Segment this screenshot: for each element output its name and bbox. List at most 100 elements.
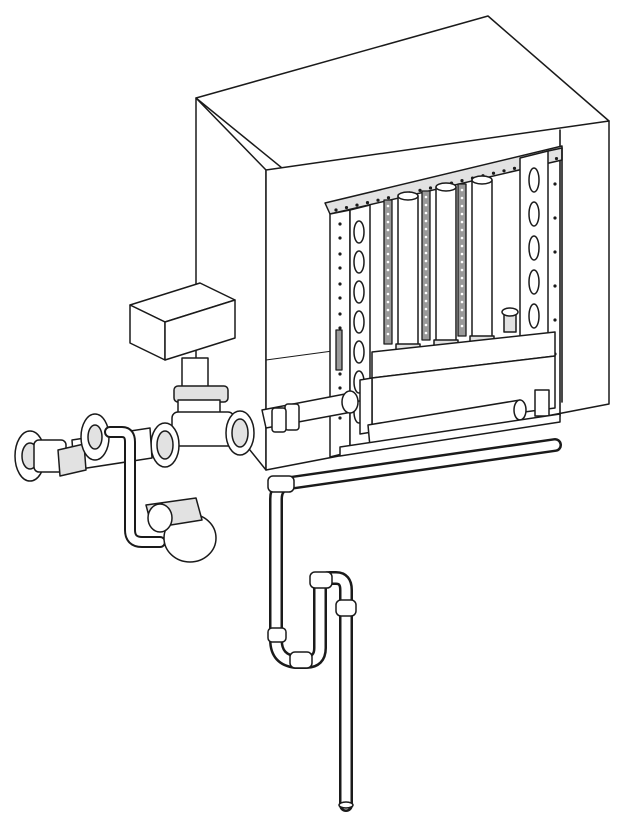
- strip-hole: [424, 323, 428, 327]
- post-hole: [553, 182, 557, 186]
- strip-hole: [460, 308, 464, 312]
- strip-hole: [424, 315, 428, 319]
- post-hole: [553, 216, 557, 220]
- strip-hole: [386, 300, 390, 304]
- strip-hole: [460, 284, 464, 288]
- inlet-pipe-collar: [342, 391, 358, 413]
- heating-rods: [384, 176, 496, 361]
- strip-hole: [386, 228, 390, 232]
- slot-hole: [354, 221, 364, 243]
- strainer-cap: [58, 444, 86, 476]
- strip-hole: [460, 236, 464, 240]
- post-hole: [338, 372, 342, 376]
- strip-hole: [424, 307, 428, 311]
- rod-top: [398, 192, 418, 200]
- rod-top: [472, 176, 492, 184]
- strip-hole: [424, 283, 428, 287]
- post-hole: [338, 282, 342, 286]
- cabinet-floor-line: [266, 350, 340, 360]
- post-hole: [338, 296, 342, 300]
- rod-strip: [384, 200, 392, 344]
- rail-hole: [418, 188, 422, 192]
- strip-hole: [460, 228, 464, 232]
- strip-hole: [460, 196, 464, 200]
- rack-right-cap: [548, 148, 562, 151]
- strip-hole: [460, 324, 464, 328]
- strip-hole: [424, 259, 428, 263]
- strip-hole: [386, 260, 390, 264]
- post-hole: [553, 250, 557, 254]
- strainer-flange-mid-face: [88, 425, 102, 449]
- post-hole: [553, 284, 557, 288]
- inlet-coupling: [285, 404, 299, 430]
- strip-hole: [460, 300, 464, 304]
- strip-hole: [386, 324, 390, 328]
- inlet-union: [272, 408, 286, 432]
- post-hole: [338, 222, 342, 226]
- strip-hole: [386, 252, 390, 256]
- strip-hole: [386, 220, 390, 224]
- strip-hole: [460, 252, 464, 256]
- slot-hole: [529, 304, 539, 328]
- rail-hole: [491, 171, 496, 175]
- rail-hole: [355, 203, 359, 207]
- drain-elbow-bottom: [290, 652, 312, 668]
- strip-hole: [424, 235, 428, 239]
- rack-side-clip: [336, 330, 342, 370]
- strip-hole: [386, 236, 390, 240]
- valve-flange-left-face: [157, 431, 173, 459]
- strip-hole: [460, 188, 464, 192]
- strip-hole: [460, 316, 464, 320]
- rail-hole: [460, 179, 464, 183]
- strip-hole: [424, 331, 428, 335]
- strip-hole: [424, 227, 428, 231]
- rail-hole: [512, 166, 517, 170]
- strip-hole: [424, 299, 428, 303]
- heating-rod: [472, 180, 492, 340]
- drain-coupling-a: [268, 628, 286, 642]
- heating-element-rack-icon: [325, 146, 562, 457]
- strip-hole: [460, 212, 464, 216]
- valve-body: [172, 412, 234, 446]
- slot-hole: [529, 202, 539, 226]
- strip-hole: [386, 284, 390, 288]
- strip-hole: [424, 211, 428, 215]
- strip-hole: [386, 308, 390, 312]
- strip-hole: [386, 332, 390, 336]
- post-hole: [338, 326, 342, 330]
- slot-hole: [354, 281, 364, 303]
- strip-hole: [424, 251, 428, 255]
- drain-elbow-top: [268, 476, 294, 492]
- strip-hole: [460, 244, 464, 248]
- drain-elbow-riser: [310, 572, 332, 588]
- strip-hole: [460, 292, 464, 296]
- trap-loop-pipe-inner: [110, 432, 160, 542]
- strip-hole: [424, 291, 428, 295]
- drain-outlet: [339, 802, 353, 808]
- post-hole: [338, 386, 342, 390]
- strip-hole: [386, 292, 390, 296]
- strip-hole: [386, 276, 390, 280]
- slot-hole: [529, 270, 539, 294]
- strip-hole: [460, 276, 464, 280]
- strip-hole: [386, 316, 390, 320]
- float-steam-trap-icon: [110, 432, 216, 562]
- rail-hole: [334, 208, 338, 212]
- slot-hole: [354, 251, 364, 273]
- valve-actuator-icon: [130, 283, 235, 414]
- rail-hole: [376, 198, 380, 202]
- strip-hole: [460, 260, 464, 264]
- rail-hole: [428, 186, 433, 190]
- steam-trap-nut: [148, 504, 172, 532]
- slot-hole: [529, 236, 539, 260]
- header-fitting-cap: [502, 308, 518, 316]
- drain-pipe-inner: [276, 445, 555, 805]
- slot-hole: [354, 311, 364, 333]
- valve-flange-right-face: [232, 419, 248, 447]
- post-hole: [553, 318, 557, 322]
- rod-strip: [422, 191, 430, 340]
- actuator-side: [165, 300, 235, 360]
- drain-pipe-loop-icon: [268, 445, 555, 808]
